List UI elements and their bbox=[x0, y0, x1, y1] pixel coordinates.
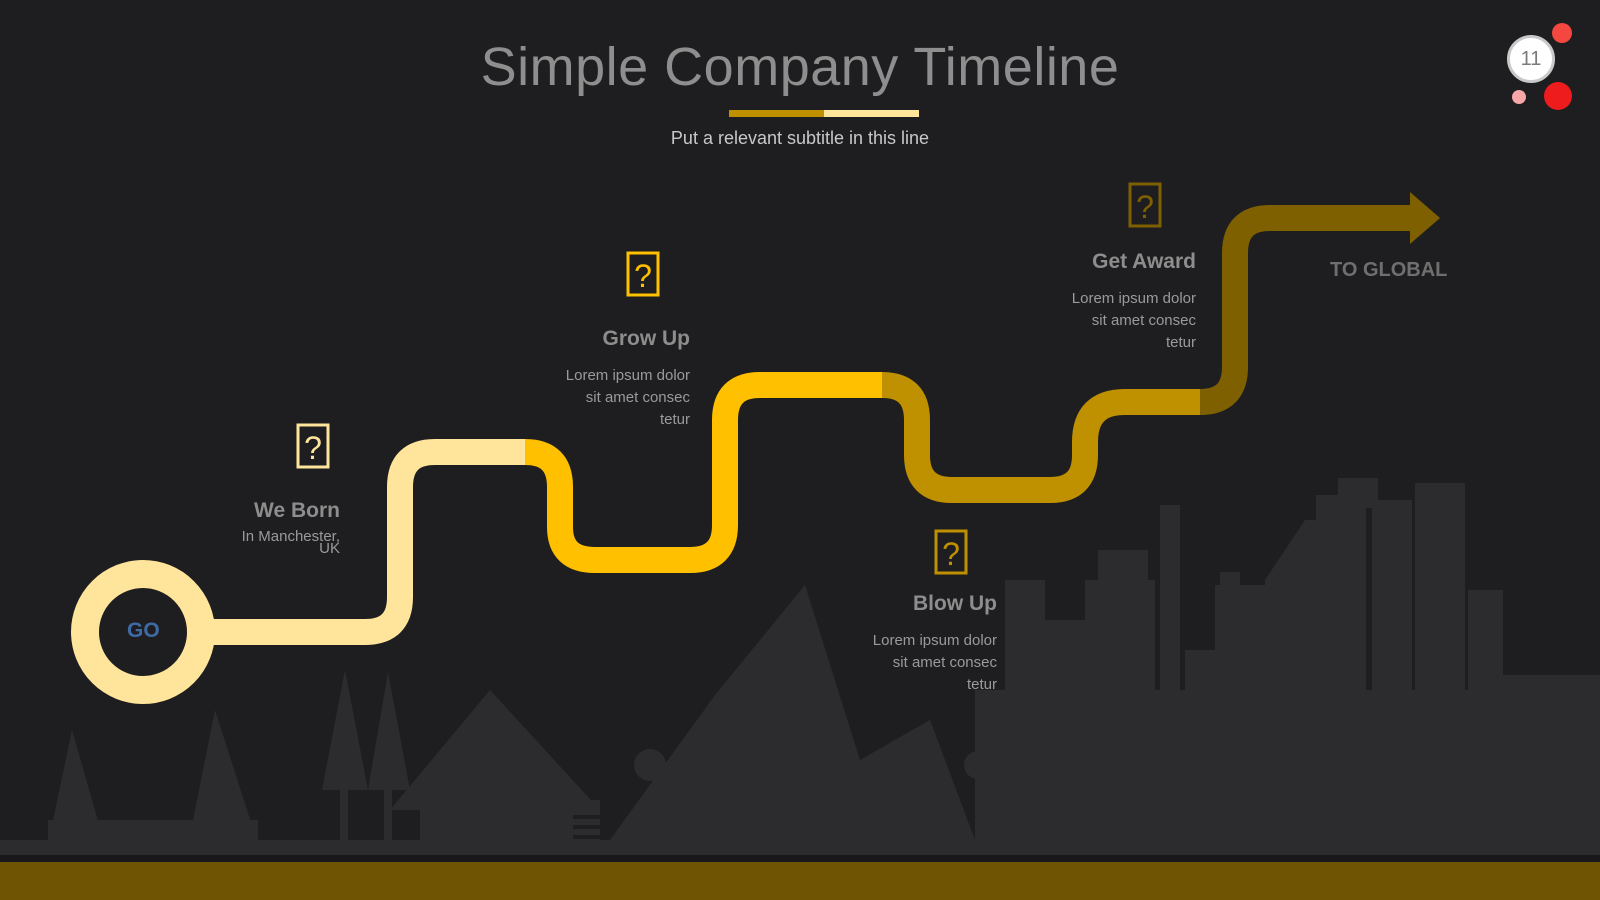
path-segment-1 bbox=[200, 439, 525, 645]
footer-bar bbox=[0, 862, 1600, 900]
decor-dot bbox=[1512, 90, 1526, 104]
milestone-description: Lorem ipsum dolor sit amet consec tetur bbox=[872, 632, 997, 693]
question-box-icon: ? bbox=[296, 423, 330, 469]
milestone-description: Lorem ipsum dolor sit amet consec tetur bbox=[1071, 290, 1196, 351]
title-underline-right bbox=[824, 110, 919, 117]
svg-text:?: ? bbox=[634, 258, 652, 294]
milestone-title: We Born bbox=[254, 499, 340, 522]
page-number-badge: 11 bbox=[1507, 35, 1555, 83]
title-underline-left bbox=[729, 110, 824, 117]
svg-text:?: ? bbox=[304, 430, 322, 466]
footer-divider bbox=[0, 855, 1600, 862]
page-title: Simple Company Timeline bbox=[480, 37, 1120, 97]
milestone-description: Lorem ipsum dolor sit amet consec tetur bbox=[565, 367, 690, 428]
decor-dot bbox=[1544, 82, 1572, 110]
end-label: TO GLOBAL bbox=[1330, 259, 1448, 281]
page-subtitle: Put a relevant subtitle in this line bbox=[670, 128, 930, 148]
milestone-description: In Manchester, UK bbox=[241, 528, 340, 557]
start-ring bbox=[71, 560, 215, 704]
milestone-title: Blow Up bbox=[913, 592, 997, 615]
milestone-title: Grow Up bbox=[602, 327, 691, 350]
path-segment-3 bbox=[881, 372, 1200, 503]
milestone-title: Get Award bbox=[1092, 250, 1196, 273]
question-box-icon: ? bbox=[1128, 182, 1162, 228]
path-segment-4 bbox=[1199, 205, 1412, 415]
decor-dot bbox=[1552, 23, 1572, 43]
svg-text:?: ? bbox=[1136, 189, 1154, 225]
start-label: GO bbox=[127, 619, 160, 642]
question-box-icon: ? bbox=[934, 529, 968, 575]
question-box-icon: ? bbox=[626, 251, 660, 297]
path-segment-2 bbox=[524, 372, 882, 573]
arrow-head bbox=[1410, 192, 1440, 244]
svg-text:?: ? bbox=[942, 536, 960, 572]
